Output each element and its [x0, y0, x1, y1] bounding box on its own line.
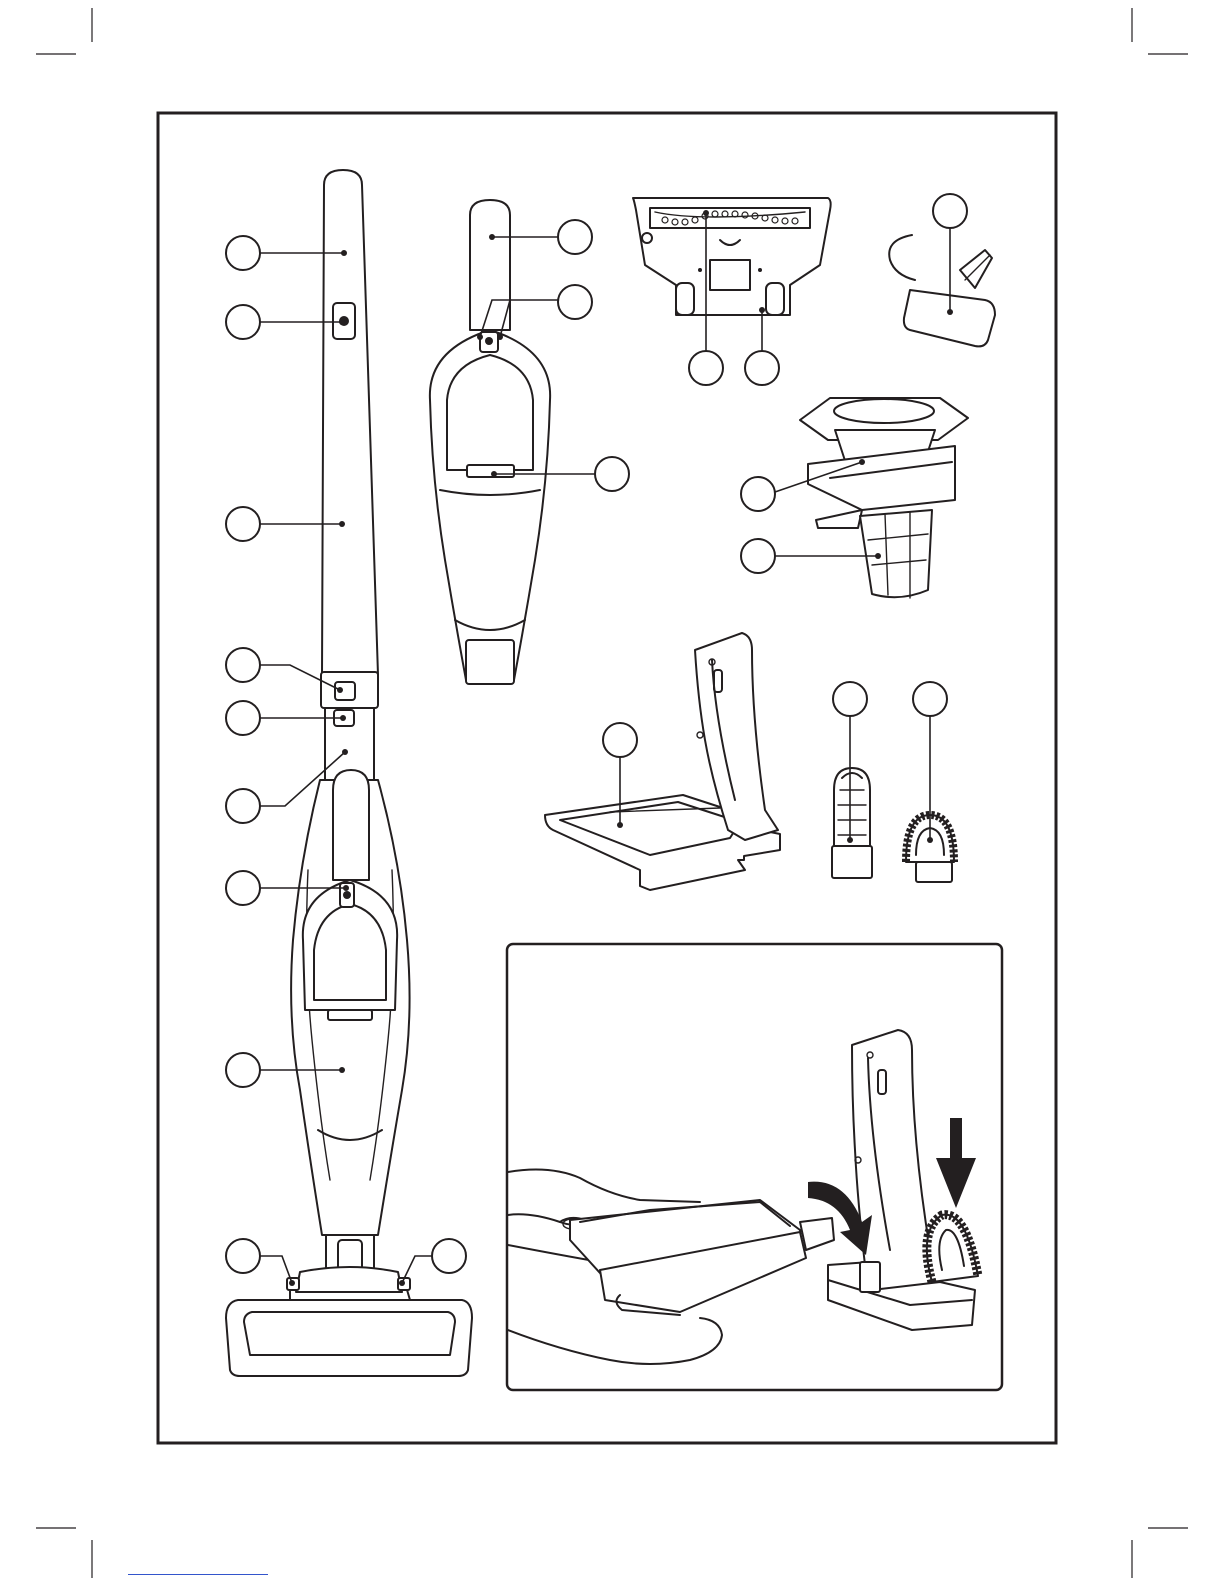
- wall-mount-drawing: [545, 633, 780, 890]
- callout-wheel: [745, 307, 779, 385]
- charging-adapter-drawing: [889, 235, 995, 346]
- nozzle-underside-drawing: [633, 198, 831, 315]
- callout-nozzle-left: [226, 1239, 295, 1286]
- crevice-tool-drawing: [832, 768, 872, 878]
- footer-link-underline[interactable]: [128, 1574, 268, 1575]
- callout-filter-mesh: [741, 539, 881, 573]
- stick-vacuum-drawing: [226, 170, 472, 1376]
- handheld-unit-drawing: [430, 200, 550, 684]
- filter-drawing: [800, 398, 968, 598]
